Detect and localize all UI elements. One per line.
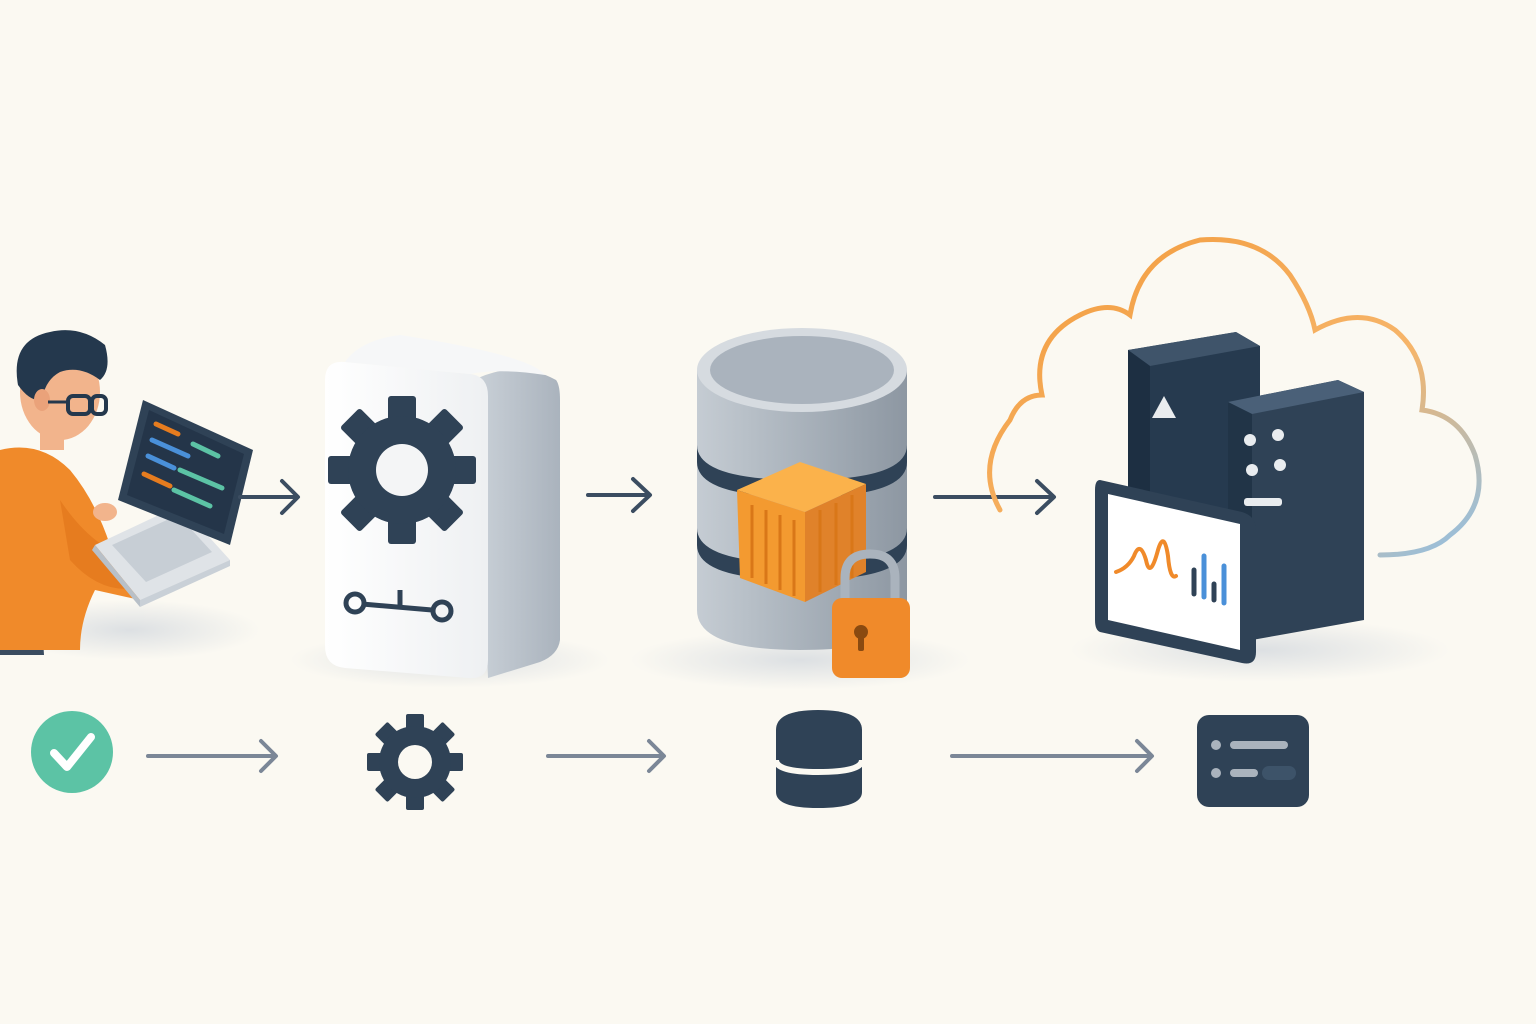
secured-database-container-illustration (630, 328, 970, 690)
arrow-right-icon (546, 739, 666, 773)
dashboard-card-icon (1197, 715, 1309, 807)
arrow-right-icon (950, 739, 1154, 773)
padlock-icon (832, 549, 910, 678)
cloud-servers-dashboard-illustration (987, 236, 1482, 682)
pipeline-nodes-icon (343, 590, 454, 623)
arrow-right-icon (146, 739, 278, 773)
check-circle-icon (31, 711, 113, 793)
gear-pipeline-box-illustration (290, 335, 610, 688)
line-chart-mark (1114, 539, 1178, 579)
arrow-right-icon (586, 477, 652, 513)
dashboard-panel (1095, 480, 1256, 664)
gear-icon (328, 396, 476, 544)
container-cube-icon (737, 462, 866, 602)
arrow-right-icon (238, 479, 300, 515)
developer-illustration (0, 330, 260, 660)
cloud-outline (987, 236, 1482, 558)
database-icon (773, 710, 865, 808)
gear-icon (367, 714, 463, 810)
